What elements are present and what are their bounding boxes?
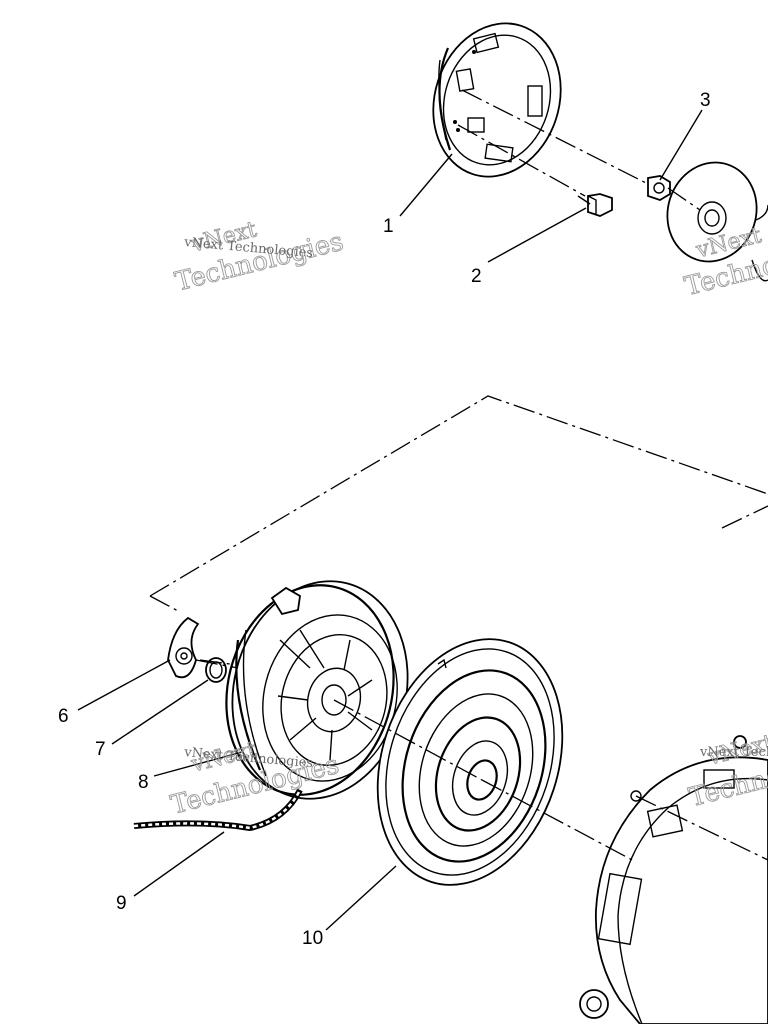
part-2-bolt [577,193,613,217]
phantom-plane-edge [149,595,181,613]
callout-6: 6 [58,706,69,727]
leader-2 [487,207,587,263]
centerline-lower-1 [195,659,239,669]
callout-9: 9 [116,893,127,914]
phantom-plane-edge-right [721,505,768,529]
leader-8 [153,751,243,777]
part-10-recoil-spring [376,638,564,886]
centerline-lower-4 [635,795,768,861]
centerline-top-3 [667,187,701,211]
part-7-spring [199,657,231,683]
part-8-rope-reel [225,580,409,800]
starter-housing [579,735,768,1024]
callout-3: 3 [700,90,711,111]
callout-8: 8 [138,772,149,793]
centerline-top-2 [457,124,586,197]
phantom-plane-outline [149,395,768,597]
leader-6 [77,659,171,711]
leader-9 [133,831,225,897]
watermark-small-bottom-right: vNext Technologies [699,745,768,760]
part-1-starter-cup [432,22,562,178]
leader-3 [659,109,703,181]
part-3-nut [647,175,671,201]
centerline-lower-2 [333,699,483,781]
part-6-pawl [167,616,200,679]
centerline-lower-3 [481,779,637,863]
pulley-part [666,161,768,282]
callout-2: 2 [471,266,482,287]
callout-7: 7 [95,739,106,760]
leader-1 [399,153,453,217]
callout-1: 1 [383,216,394,237]
callout-10: 10 [302,928,323,949]
part-9-rope [133,788,303,832]
leader-10 [325,865,397,931]
leader-7 [111,679,209,745]
